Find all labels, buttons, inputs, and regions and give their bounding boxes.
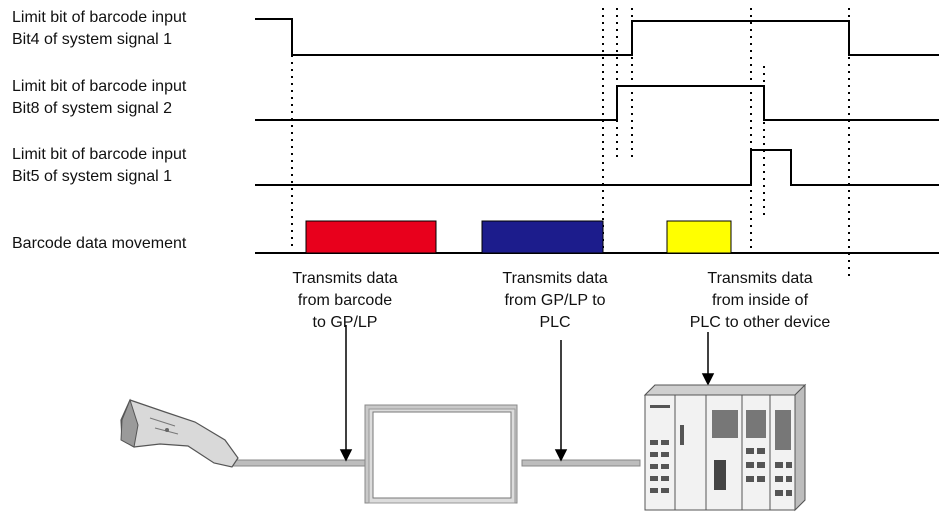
- signal-3-line1: Limit bit of barcode input: [12, 146, 187, 163]
- caption-2-line2: from GP/LP to: [504, 292, 606, 309]
- signal-2-line2: Bit8 of system signal 2: [12, 100, 173, 117]
- signal-2-label: Limit bit of barcode input Bit8 of syste…: [12, 76, 186, 120]
- caption-3-line3: PLC to other device: [689, 314, 831, 331]
- signal-3-label: Limit bit of barcode input Bit5 of syste…: [12, 144, 186, 188]
- signal-1-line2: Bit4 of system signal 1: [12, 31, 173, 48]
- signal-3-waveform: [255, 149, 939, 186]
- signal-3-line2: Bit5 of system signal 1: [12, 168, 173, 185]
- signal-1-line1: Limit bit of barcode input: [12, 9, 187, 26]
- caption-plc-to-device: Transmits data from inside of PLC to oth…: [660, 268, 860, 334]
- caption-2-line1: Transmits data: [502, 270, 608, 287]
- movement-block-barcode-to-gp: [305, 220, 437, 254]
- plc-rack-icon: [643, 383, 807, 512]
- barcode-scanner-icon: [120, 398, 239, 468]
- caption-barcode-to-gp: Transmits data from barcode to GP/LP: [270, 268, 420, 334]
- movement-label: Barcode data movement: [12, 235, 187, 252]
- caption-3-line2: from inside of: [711, 292, 809, 309]
- timing-markers: [291, 8, 850, 280]
- signal-2-line1: Limit bit of barcode input: [12, 78, 187, 95]
- movement-block-plc-to-device: [666, 220, 732, 254]
- caption-1-line3: to GP/LP: [312, 314, 378, 331]
- movement-block-gp-to-plc: [481, 220, 604, 254]
- pointer-arrows: [339, 325, 715, 462]
- caption-3-line1: Transmits data: [707, 270, 813, 287]
- signal-1-label: Limit bit of barcode input Bit4 of syste…: [12, 7, 186, 51]
- caption-1-line1: Transmits data: [292, 270, 398, 287]
- caption-2-line3: PLC: [539, 314, 571, 331]
- caption-gp-to-plc: Transmits data from GP/LP to PLC: [480, 268, 630, 334]
- caption-1-line2: from barcode: [297, 292, 393, 309]
- signal-2-waveform: [255, 85, 939, 121]
- gp-lp-touch-panel-icon: [364, 404, 518, 504]
- signal-1-waveform: [255, 18, 939, 56]
